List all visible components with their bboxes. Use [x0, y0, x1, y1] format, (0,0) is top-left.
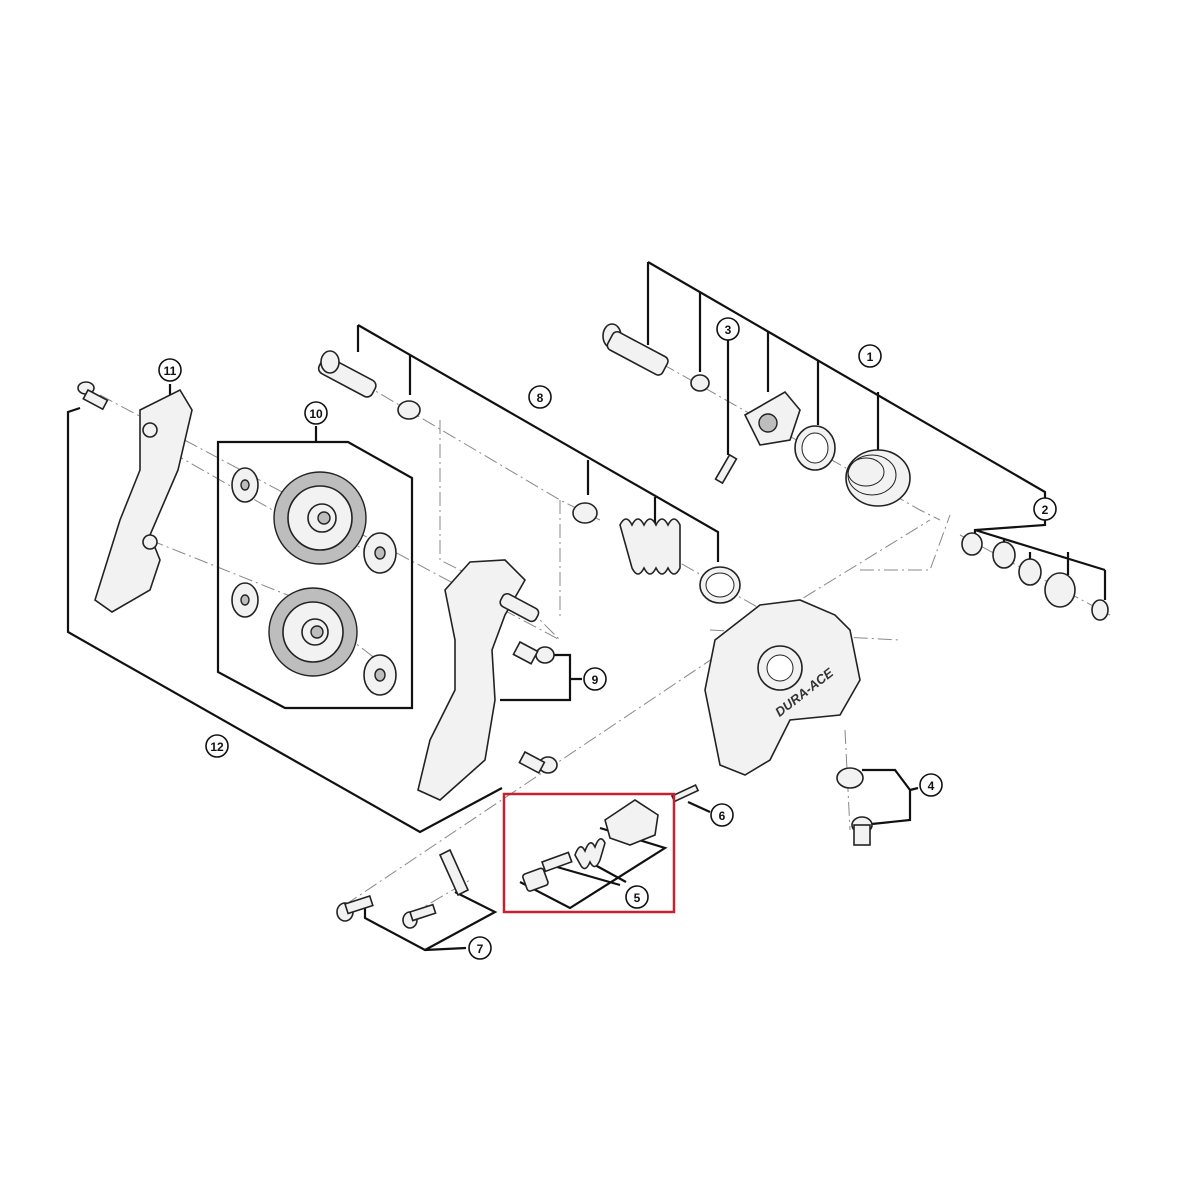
- callout-number: 6: [719, 809, 726, 823]
- callout-9: 9: [583, 667, 607, 691]
- lower-pulley: [268, 587, 358, 677]
- callout-circle: [1033, 497, 1057, 521]
- adjust-screws: [336, 894, 437, 929]
- callout-number: 11: [164, 364, 177, 378]
- pivot-axle: [317, 350, 540, 623]
- callout-circle: [205, 734, 229, 758]
- callout-number: 12: [210, 740, 224, 754]
- callout-circle: [528, 385, 552, 409]
- callout-number: 10: [309, 407, 323, 421]
- callout-10: 10: [304, 401, 328, 425]
- b-axle-bolt: [602, 323, 669, 376]
- callout-number: 5: [634, 891, 641, 905]
- cable-adjuster-parts: [522, 799, 659, 892]
- callout-1: 1: [858, 344, 882, 368]
- callout-number: 1: [867, 350, 874, 364]
- callout-4: 4: [919, 773, 943, 797]
- callout-circle: [919, 773, 943, 797]
- callout-circle: [304, 401, 328, 425]
- rings: [961, 532, 1109, 621]
- callout-12: 12: [205, 734, 229, 758]
- upper-pulley: [273, 471, 367, 565]
- callout-6: 6: [710, 803, 734, 827]
- callout-7: 7: [468, 936, 492, 960]
- callout-number: 3: [725, 323, 732, 337]
- callout-5: 5: [625, 885, 649, 909]
- callout-circle: [716, 317, 740, 341]
- callout-circle: [710, 803, 734, 827]
- callout-number: 7: [477, 942, 484, 956]
- b-tension-spring: [845, 449, 911, 507]
- parts: DURA-ACE: [77, 323, 1109, 929]
- highlight-box: [502, 792, 676, 914]
- callout-11: 11: [158, 358, 182, 382]
- callout-number: 9: [592, 673, 599, 687]
- callout-2: 2: [1033, 497, 1057, 521]
- callout-circle: [158, 358, 182, 382]
- callout-circle: [625, 885, 649, 909]
- callout-8: 8: [528, 385, 552, 409]
- callout-number: 8: [537, 391, 544, 405]
- bolt-part: [77, 381, 109, 411]
- derailleur-body: DURA-ACE: [704, 599, 861, 776]
- callout-circle: [858, 344, 882, 368]
- pulley-washers: [231, 467, 397, 696]
- callout-3: 3: [716, 317, 740, 341]
- callout-number: 4: [928, 779, 935, 793]
- inner-cage-plate: [417, 559, 526, 801]
- tension-spring: [619, 518, 681, 575]
- stop-screw: [851, 816, 873, 846]
- callout-circle: [583, 667, 607, 691]
- outer-cage-plate: [94, 388, 193, 613]
- callout-circle: [468, 936, 492, 960]
- callout-number: 2: [1042, 503, 1049, 517]
